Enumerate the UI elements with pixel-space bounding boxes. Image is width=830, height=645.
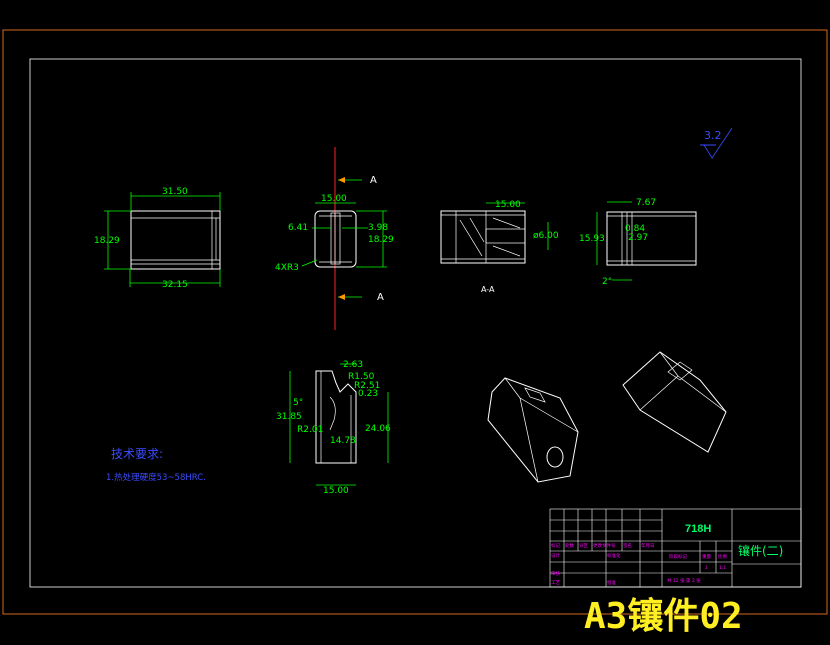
notes-line1: 1.热处理硬度53~58HRC.	[106, 472, 206, 483]
title-block: 718H 镶件(二) 标记 处数 分区 更改文件号 签名 年月日 设计 标准化 …	[549, 508, 802, 588]
title-part-name: 镶件(二)	[738, 543, 783, 558]
isometric-view-1	[487, 377, 579, 483]
side-left: 6.41	[288, 223, 308, 233]
front-view: 31.50 18.29 32.15	[94, 187, 221, 290]
lower-r3: R2.01	[297, 425, 323, 435]
svg-text:阶段标记: 阶段标记	[669, 553, 687, 560]
front-width-top: 31.50	[162, 187, 188, 197]
surface-finish-symbol: 3.2	[700, 127, 733, 159]
svg-text:比例: 比例	[718, 553, 727, 560]
front-height: 18.29	[94, 236, 120, 246]
surface-finish-value: 3.2	[704, 129, 722, 142]
svg-text:更改文件号: 更改文件号	[593, 542, 616, 549]
svg-text:标记: 标记	[551, 542, 560, 549]
lower-r2: R2.51	[354, 381, 380, 391]
section-view: 15.00 ø6.00 A-A	[440, 200, 559, 294]
section-marker-top: A	[370, 175, 377, 186]
side-top-width: 15.00	[321, 194, 347, 204]
svg-text:处数: 处数	[565, 542, 574, 549]
svg-text:年月日: 年月日	[641, 542, 655, 549]
svg-text:重量: 重量	[702, 553, 711, 560]
svg-text:审核: 审核	[551, 570, 560, 577]
title-material: 718H	[685, 523, 711, 535]
lower-height: 31.85	[276, 412, 302, 422]
section-top-width: 15.00	[495, 200, 521, 210]
notes-heading: 技术要求:	[111, 447, 163, 461]
lower-angle: 5°	[293, 398, 303, 408]
side-view: A A 15.00 6.41 3.98 18.29 4XR3	[275, 147, 394, 330]
right-angle: 2°	[602, 277, 612, 287]
svg-text:分区: 分区	[579, 542, 588, 549]
svg-text:签名: 签名	[623, 542, 632, 549]
lower-right: 24.06	[365, 424, 391, 434]
side-corner: 4XR3	[275, 263, 299, 273]
svg-text:设计: 设计	[551, 552, 560, 559]
isometric-view-2	[622, 351, 727, 453]
right-left: 15.93	[579, 234, 605, 244]
lower-r1: R1.50	[348, 372, 375, 382]
lower-small: 0.23	[358, 389, 378, 399]
svg-text:工艺: 工艺	[551, 580, 560, 586]
lower-view: 31.85 15.00 2.63 R1.50 R2.51 0.23 5° R2.…	[276, 360, 391, 496]
right-view: 7.67 15.93 0.84 2.97 2°	[579, 198, 697, 287]
lower-top: 2.63	[343, 360, 363, 370]
lower-bottom: 15.00	[323, 486, 349, 496]
svg-text:批准: 批准	[607, 579, 616, 586]
drawing-caption: A3镶件02	[584, 596, 743, 637]
right-mid-b: 2.97	[628, 233, 648, 243]
svg-text:1:1: 1:1	[719, 565, 726, 571]
svg-text:标准化: 标准化	[607, 552, 621, 559]
svg-text:1: 1	[705, 565, 708, 571]
section-marker-bottom: A	[377, 292, 384, 303]
side-right-a: 3.98	[368, 223, 388, 233]
front-width-bottom: 32.15	[162, 280, 188, 290]
svg-text:共 12 张 第 2 张: 共 12 张 第 2 张	[667, 577, 701, 584]
inner-border	[29, 58, 802, 588]
outer-border	[2, 29, 828, 615]
section-bore: ø6.00	[533, 231, 559, 241]
side-right-b: 18.29	[368, 235, 394, 245]
section-label: A-A	[481, 285, 495, 294]
right-mid-a: 0.84	[625, 224, 645, 234]
lower-inner: 14.78	[330, 436, 356, 446]
right-top: 7.67	[636, 198, 656, 208]
